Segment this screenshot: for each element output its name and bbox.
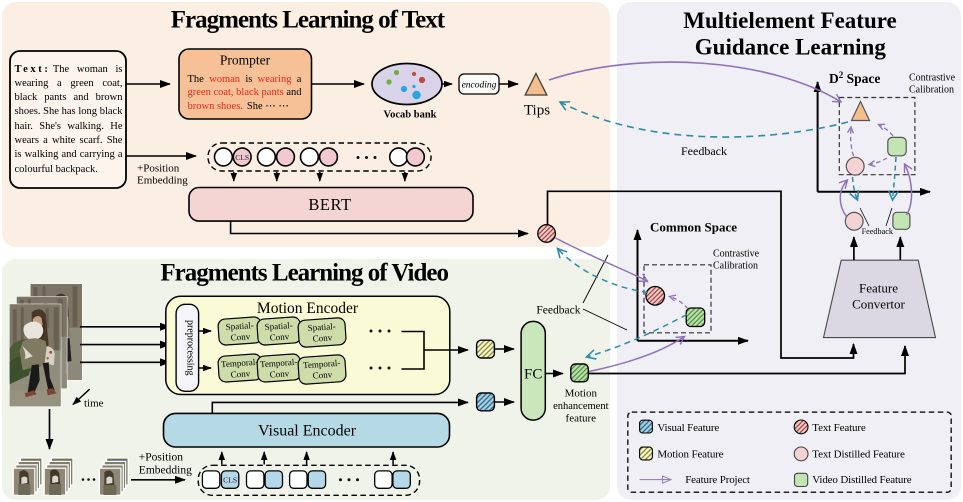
svg-text:Conv: Conv [269, 331, 290, 342]
svg-text:Common Space: Common Space [650, 220, 737, 235]
svg-text:Calibration: Calibration [909, 85, 954, 96]
svg-text:encoding: encoding [462, 81, 497, 91]
svg-text:Motion Encoder: Motion Encoder [257, 300, 359, 317]
svg-text:Conv: Conv [230, 331, 251, 342]
svg-text:enhancement: enhancement [553, 401, 608, 412]
svg-text:Spatial-: Spatial- [264, 320, 293, 332]
svg-text:Vocab bank: Vocab bank [383, 110, 436, 121]
svg-text:Conv: Conv [312, 369, 333, 380]
svg-text:+Position: +Position [137, 163, 180, 175]
svg-text:Conv: Conv [230, 368, 251, 379]
svg-text:Video Distilled Feature: Video Distilled Feature [812, 474, 911, 486]
svg-text:Spatial-: Spatial- [307, 321, 336, 333]
svg-text:D2 Space: D2 Space [829, 70, 880, 86]
svg-text:time: time [84, 398, 104, 410]
svg-text:Feature: Feature [859, 281, 898, 296]
svg-text:Contrastive: Contrastive [909, 73, 956, 84]
svg-text:Motion Feature: Motion Feature [657, 448, 723, 460]
svg-text:+Position: +Position [139, 452, 183, 464]
svg-text:Temporal-: Temporal- [260, 357, 298, 370]
svg-text:Contrastive: Contrastive [713, 249, 760, 260]
svg-text:Spatial-: Spatial- [225, 320, 254, 332]
svg-text:Temporal-: Temporal- [221, 357, 259, 370]
svg-text:feature: feature [566, 413, 597, 425]
svg-text:Convertor: Convertor [852, 297, 905, 312]
svg-text:Multielement Feature: Multielement Feature [683, 8, 897, 33]
svg-text:Feature Project: Feature Project [685, 474, 750, 486]
svg-text:Embedding: Embedding [137, 175, 188, 187]
svg-text:Text Feature: Text Feature [812, 422, 866, 434]
svg-text:CLS: CLS [235, 153, 249, 162]
svg-text:Feedback: Feedback [681, 144, 727, 158]
svg-text:Conv: Conv [312, 332, 333, 343]
svg-text:Guidance Learning: Guidance Learning [695, 34, 887, 59]
svg-text:Fragments Learning of Video: Fragments Learning of Video [160, 259, 448, 286]
svg-text:preprocessing: preprocessing [184, 320, 195, 376]
svg-text:BERT: BERT [308, 195, 351, 214]
svg-text:Visual Encoder: Visual Encoder [258, 423, 357, 440]
svg-text:Motion: Motion [565, 388, 598, 400]
svg-text:Text Distilled Feature: Text Distilled Feature [812, 448, 905, 460]
svg-text:Temporal-: Temporal- [303, 358, 341, 371]
svg-text:Conv: Conv [269, 368, 290, 379]
svg-text:Feedback: Feedback [862, 227, 894, 236]
svg-text:FC: FC [524, 367, 542, 383]
svg-text:Embedding: Embedding [139, 465, 192, 477]
svg-text:Tips: Tips [524, 103, 550, 119]
svg-text:Calibration: Calibration [713, 261, 758, 272]
svg-text:CLS: CLS [223, 475, 237, 484]
svg-text:Feedback: Feedback [536, 305, 580, 317]
svg-text:Visual Feature: Visual Feature [657, 422, 719, 434]
svg-text:Prompter: Prompter [220, 53, 271, 68]
svg-text:Fragments Learning of Text: Fragments Learning of Text [171, 7, 446, 34]
